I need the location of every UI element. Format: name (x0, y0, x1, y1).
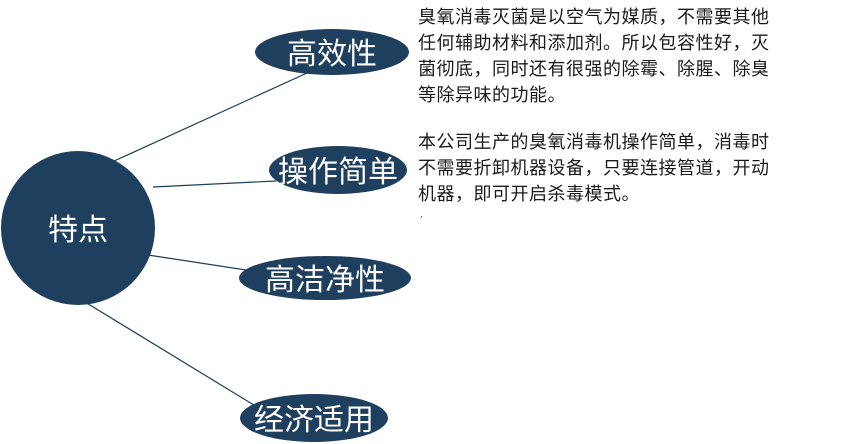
branch-label-cleanliness: 高洁净性 (265, 263, 385, 298)
description-line: 机器，即可开启杀毒模式。 (418, 184, 640, 205)
connector-line-economy (84, 301, 263, 411)
description-line: 不需要折卸机器设备，只要连接管道，开动 (418, 158, 770, 179)
branch-node-economy (240, 394, 388, 442)
description-line: 臭氧消毒灭菌是以空气为媒质，不需要其他 (418, 7, 770, 28)
description-efficiency: 臭氧消毒灭菌是以空气为媒质，不需要其他 任何辅助材料和添加剂。所以包容性好，灭 … (418, 5, 770, 109)
description-line: 等除异味的功能。 (418, 85, 566, 106)
branch-label-economy: 经济适用 (254, 403, 374, 438)
branch-label-efficiency: 高效性 (287, 37, 377, 72)
connector-line-efficiency (111, 67, 319, 163)
branch-node-cleanliness (239, 256, 411, 300)
branch-node-simple-operation (269, 146, 407, 194)
branch-node-efficiency (255, 29, 409, 75)
connector-line-simple-operation (152, 180, 277, 188)
branch-label-simple-operation: 操作简单 (278, 155, 398, 190)
description-line: 菌彻底，同时还有很强的除霉、除腥、除臭 (418, 59, 770, 80)
stray-mark: ′ (420, 214, 423, 228)
center-node-label: 特点 (48, 213, 108, 248)
description-line: 本公司生产的臭氧消毒机操作简单，消毒时 (418, 132, 770, 153)
center-node (1, 151, 155, 305)
description-line: 任何辅助材料和添加剂。所以包容性好，灭 (418, 33, 770, 54)
description-simple-operation: 本公司生产的臭氧消毒机操作简单，消毒时 不需要折卸机器设备，只要连接管道，开动 … (418, 130, 770, 208)
